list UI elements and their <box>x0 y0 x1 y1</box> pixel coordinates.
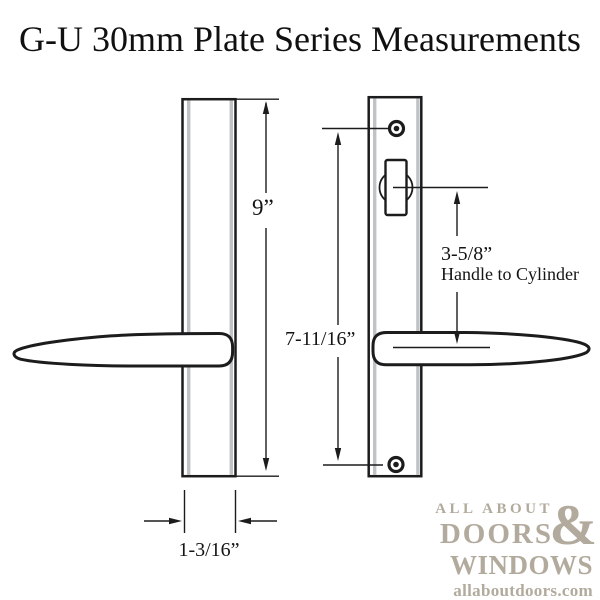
page-title: G-U 30mm Plate Series Measurements <box>19 19 581 59</box>
right-plate <box>367 95 423 478</box>
right-plate-stripe-left <box>373 98 377 475</box>
label-plate-height: 9” <box>252 195 274 220</box>
label-handle-to-cylinder-value: 3-5/8” <box>441 243 493 265</box>
arrow-down-icon <box>453 331 461 344</box>
company-logo: ALL ABOUT DOORS & WINDOWS allaboutdoors.… <box>435 497 597 600</box>
right-handle <box>371 331 591 367</box>
logo-windows: WINDOWS <box>449 550 593 580</box>
screw-hole-top-center <box>393 125 400 132</box>
left-plate-group <box>12 97 279 533</box>
left-plate-stripe-right <box>229 100 233 475</box>
label-screw-spacing: 7-11/16” <box>285 328 356 350</box>
label-plate-width: 1-3/16” <box>178 539 240 561</box>
ampersand-glyph: & <box>549 494 597 557</box>
arrow-up-icon <box>453 191 461 204</box>
left-plate <box>181 97 237 478</box>
arrow-up-icon <box>262 101 270 114</box>
screw-hole-bottom-center <box>393 461 399 468</box>
logo-all-about: ALL ABOUT <box>435 501 553 517</box>
arrow-down-icon <box>334 448 342 461</box>
left-handle <box>12 332 235 368</box>
logo-doors: DOORS <box>439 518 553 550</box>
arrow-down-icon <box>262 458 270 471</box>
arrow-right-icon <box>169 517 182 525</box>
label-handle-to-cylinder-caption: Handle to Cylinder <box>441 264 579 284</box>
logo-top-block: ALL ABOUT DOORS & <box>435 497 597 554</box>
arrow-up-icon <box>334 132 342 145</box>
right-plate-stripe-right <box>416 98 420 475</box>
right-plate-group <box>322 95 591 478</box>
arrow-left-icon <box>238 517 251 525</box>
left-plate-stripe-left <box>187 100 191 475</box>
logo-website: allaboutdoors.com <box>453 581 593 600</box>
